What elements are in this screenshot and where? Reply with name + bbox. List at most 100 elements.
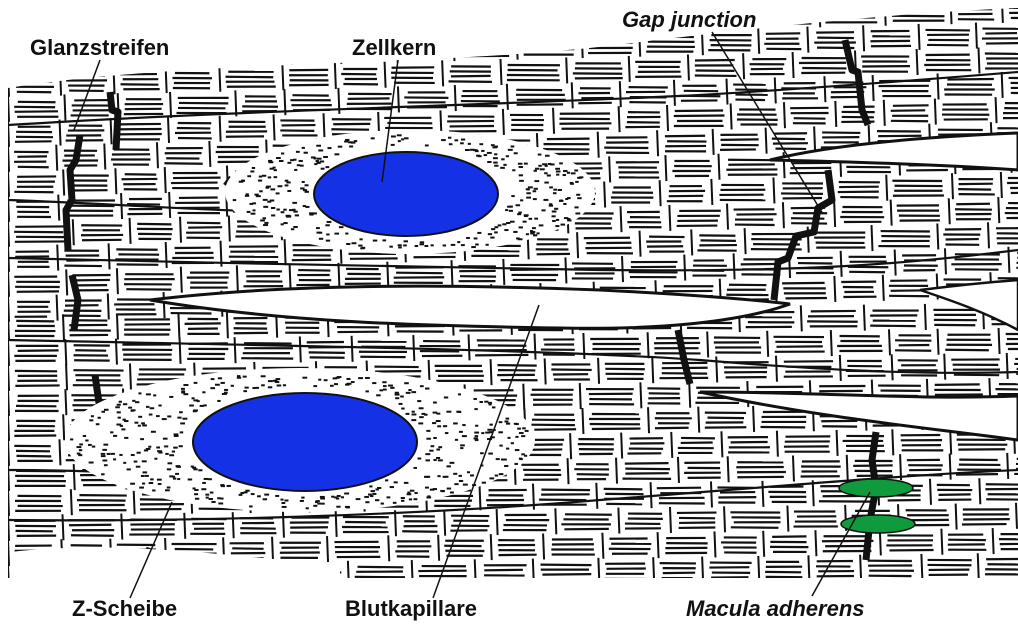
granule [552, 210, 557, 212]
z-disc-line [726, 79, 727, 105]
z-disc-line [233, 40, 234, 66]
granule [415, 245, 419, 247]
granule [519, 174, 523, 176]
granule [397, 134, 402, 136]
granule [418, 422, 423, 424]
granule [124, 437, 128, 439]
granule [383, 389, 387, 391]
granule [395, 394, 400, 396]
granule [518, 163, 523, 165]
granule [202, 482, 206, 484]
z-disc-line [66, 364, 67, 390]
z-disc-line [609, 156, 610, 182]
z-disc-line [807, 27, 808, 53]
granule [575, 181, 578, 183]
granule [426, 459, 430, 461]
granule [281, 502, 285, 504]
z-disc-line [74, 464, 75, 490]
z-disc-line [114, 68, 115, 94]
granule [287, 162, 291, 164]
granule [475, 150, 479, 152]
granule [89, 419, 93, 421]
granule [389, 246, 392, 248]
granule [458, 393, 461, 395]
granule [341, 496, 344, 498]
z-disc-line [707, 332, 708, 358]
granule [193, 409, 198, 411]
granule [501, 158, 504, 160]
z-disc-line [8, 415, 9, 441]
z-disc-line [523, 384, 524, 410]
granule [489, 477, 494, 479]
granule [202, 391, 205, 393]
granule [325, 166, 329, 168]
z-disc-line [274, 114, 275, 140]
granule [387, 496, 391, 498]
granule [270, 188, 275, 190]
z-disc-line [1016, 503, 1017, 529]
granule [346, 383, 351, 385]
granule [534, 170, 537, 172]
granule [564, 217, 568, 219]
z-disc-line [711, 481, 712, 507]
z-disc-line [300, 336, 301, 362]
granule [411, 419, 416, 421]
granule [533, 198, 537, 200]
z-disc-line [776, 356, 777, 382]
granule [346, 506, 350, 508]
granule [437, 425, 441, 427]
granule [511, 145, 515, 147]
z-disc-line [999, 328, 1000, 354]
granule [532, 227, 536, 229]
granule [383, 385, 387, 387]
z-disc-line [57, 295, 58, 321]
z-disc-line [442, 60, 443, 86]
granule [395, 397, 399, 399]
granule [283, 209, 286, 211]
granule [148, 446, 151, 448]
granule [479, 401, 482, 403]
granule [459, 431, 463, 433]
granule [393, 502, 397, 504]
z-disc-line [8, 271, 9, 297]
z-disc-line [451, 260, 452, 286]
z-disc-line [335, 63, 336, 89]
granule [425, 487, 429, 489]
granule [209, 498, 213, 500]
granule [461, 139, 465, 141]
z-disc-line [60, 120, 61, 146]
z-disc-line [978, 553, 979, 579]
granule [446, 465, 450, 467]
z-disc-line [8, 221, 9, 247]
granule [321, 168, 325, 170]
granule [481, 432, 484, 434]
z-disc-line [602, 533, 603, 559]
granule [276, 157, 281, 159]
granule [275, 495, 279, 497]
granule [224, 392, 228, 394]
granule [479, 143, 483, 145]
granule [431, 244, 434, 246]
z-disc-line [59, 439, 60, 465]
granule [119, 401, 122, 403]
granule [263, 224, 268, 226]
granule [134, 422, 138, 424]
granule [527, 188, 530, 190]
granule [165, 489, 170, 491]
granule [494, 226, 498, 228]
granule [140, 438, 144, 440]
z-disc-line [181, 267, 182, 293]
granule [508, 149, 513, 151]
granule [467, 471, 470, 473]
granule [358, 245, 362, 247]
granule [177, 417, 181, 419]
granule [296, 151, 300, 153]
granule [496, 458, 500, 460]
granule [261, 384, 265, 386]
granule [338, 146, 343, 148]
granule [519, 458, 522, 460]
granule [524, 163, 528, 165]
granule [179, 411, 183, 413]
granule [300, 165, 304, 167]
granule [453, 422, 458, 424]
